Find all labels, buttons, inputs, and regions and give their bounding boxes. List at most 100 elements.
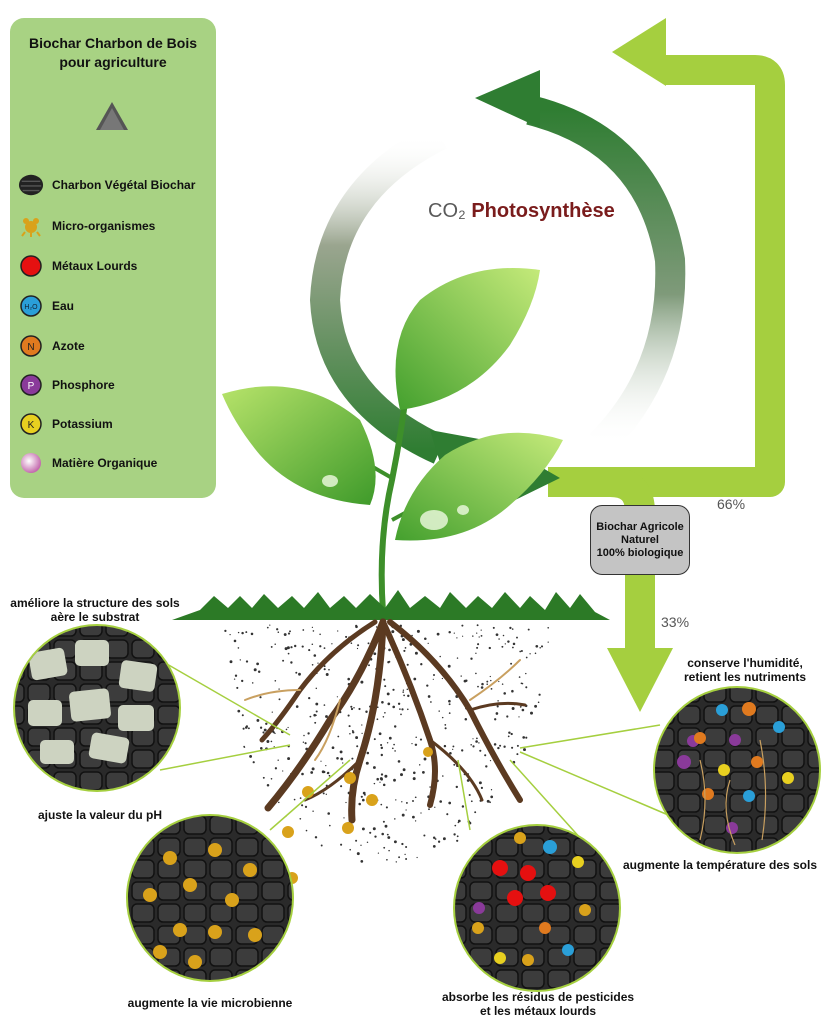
soil-particle [360,844,362,846]
soil-particle [476,632,478,634]
soil-particle [287,726,289,729]
soil-particle [342,762,344,764]
soil-particle [271,711,273,713]
soil-particle [387,836,391,839]
soil-particle [441,716,444,719]
soil-particle [461,749,464,752]
soil-particle [343,817,345,819]
soil-particle [516,753,519,756]
soil-particle [478,781,482,785]
soil-particle [376,718,379,721]
zoom-circle-microbial-life [126,814,294,982]
label-absorption-line2: et les métaux lourds [479,1004,597,1018]
soil-particle [490,679,492,682]
soil-particle [525,736,528,739]
soil-particle [376,777,379,781]
legend-title-line1: Biochar Charbon de Bois [28,35,198,51]
label-humidity-line2: retient les nutriments [683,670,807,684]
soil-particle [460,675,462,677]
soil-particle [414,651,418,655]
soil-particle [358,802,361,806]
soil-particle [485,765,488,768]
soil-particle [429,786,431,788]
soil-particle [402,691,405,693]
soil-particle [233,678,236,680]
soil-particle [420,663,423,666]
soil-particle [476,646,479,649]
soil-particle [439,655,441,658]
soil-particle [457,819,461,823]
soil-particle [392,705,396,709]
soil-particle [325,715,328,718]
soil-particle [366,751,370,755]
soil-particle [516,636,518,639]
soil-particle [547,626,550,629]
soil-particle [363,793,366,796]
soil-particle [284,647,288,651]
soil-particle [290,661,293,664]
soil-particle [537,701,540,704]
soil-particle [382,716,385,718]
soil-particle [250,632,254,636]
soil-particle [498,638,500,640]
soil-particle [229,633,231,636]
soil-particle [437,840,441,843]
soil-particle [492,626,495,629]
soil-particle [394,818,396,820]
soil-particle [243,746,246,748]
soil-particle [403,649,406,652]
soil-particle [307,732,310,735]
soil-particle [490,795,494,799]
soil-particle [319,645,322,648]
soil-particle [374,835,377,838]
soil-particle [413,771,416,775]
label-microbial-life: augmente la vie microbienne [127,996,293,1010]
soil-particle [301,772,304,776]
soil-particle [405,801,408,804]
photosynthesis-label: CO₂ Photosynthèse [428,200,615,223]
soil-particle [385,806,388,809]
soil-particle [520,649,523,653]
soil-particle [322,792,325,795]
soil-particle [282,770,284,772]
soil-particle [484,754,487,757]
soil-particle [525,686,528,689]
soil-particle [326,772,329,775]
soil-particle [384,685,387,688]
soil-particle [380,753,383,757]
soil-particle [486,799,490,803]
soil-particle [401,638,405,642]
soil-particle [401,813,405,817]
soil-particle [478,742,480,744]
soil-particle [393,743,395,746]
soil-particle [327,812,331,815]
soil-particle [462,635,464,637]
soil-particle [277,759,279,761]
soil-particle [449,751,452,755]
soil-particle [361,732,363,735]
legend-label-charcoal: Charbon Végétal Biochar [52,178,196,192]
grass [172,590,610,620]
soil-particle [547,641,549,643]
soil-particle [463,679,467,683]
soil-particle [519,706,522,708]
soil-particle [472,635,474,637]
soil-particle [247,727,250,730]
soil-particle [257,670,261,674]
soil-particle [303,734,305,737]
soil-particle [293,798,296,801]
soil-particle [472,738,474,740]
soil-particle [481,682,484,686]
soil-particle [237,647,240,649]
soil-particle [404,647,407,649]
soil-particle [474,811,477,814]
soil-particle [299,797,302,799]
biochar-box-line2: Naturel [621,533,659,546]
soil-particle [384,774,388,778]
soil-particle [448,630,451,634]
soil-particle [356,852,360,856]
microorganisms [282,747,433,884]
soil-particle [339,750,343,754]
soil-particle [308,649,311,652]
soil-particle [535,644,539,648]
